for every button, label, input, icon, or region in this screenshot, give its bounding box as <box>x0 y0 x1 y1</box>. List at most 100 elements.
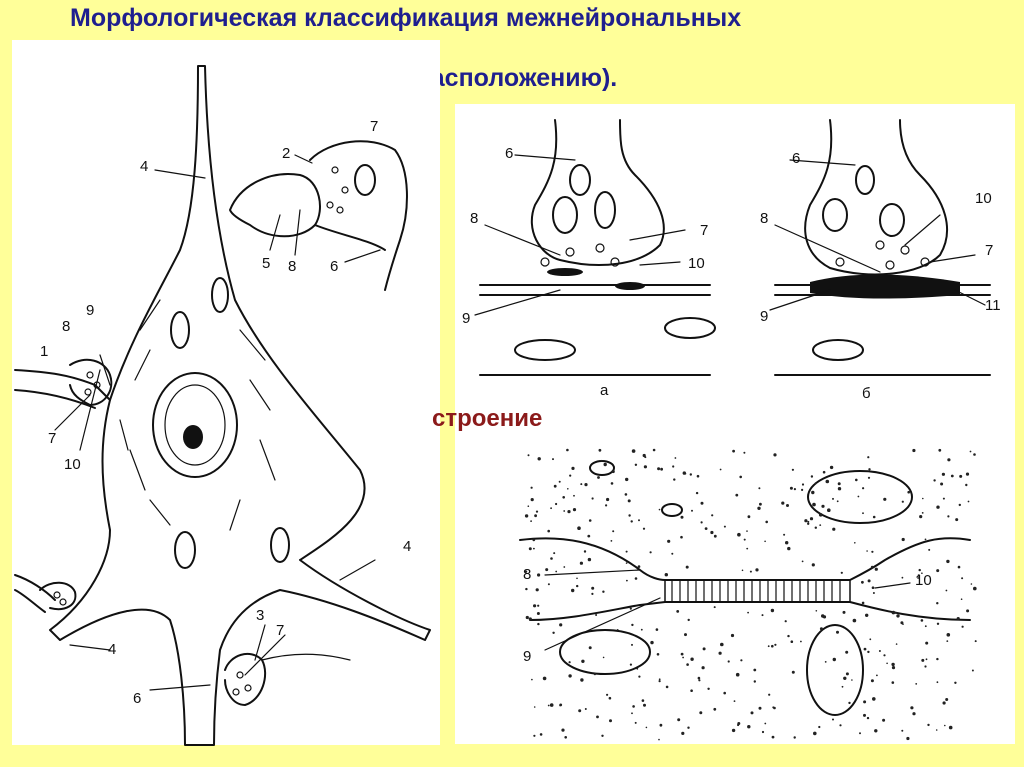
speckle-dot <box>710 530 714 535</box>
panel-c-postsynaptic-membrane <box>529 601 971 621</box>
panel-b-postsynaptic-density <box>810 274 960 299</box>
speckle-dot <box>625 477 629 482</box>
speckle-dot <box>665 685 669 689</box>
speckle-dot <box>696 474 700 478</box>
neuron-label-4-left: 4 <box>108 641 117 658</box>
speckle-dot <box>525 570 528 573</box>
speckle-dot <box>801 488 804 491</box>
speckle-dot <box>945 698 949 701</box>
speckle-dot <box>527 505 530 508</box>
speckle-dot <box>970 583 973 585</box>
panel-b-label-10: 10 <box>975 190 992 207</box>
speckle-dot <box>655 628 659 631</box>
mitochondrion-right <box>806 624 864 716</box>
speckle-dot <box>547 583 550 586</box>
speckle-dot <box>819 524 822 526</box>
speckle-dot <box>837 482 841 486</box>
speckle-dot <box>771 644 774 648</box>
neuron-label-7-left: 7 <box>48 430 57 447</box>
panel-b-bouton <box>804 119 949 276</box>
speckle-dot <box>836 630 839 634</box>
speckle-dot <box>723 691 726 695</box>
speckle-dot <box>588 519 592 522</box>
speckle-dot <box>901 537 905 542</box>
speckle-dot <box>583 550 587 553</box>
speckle-dot <box>566 448 569 452</box>
speckle-dot <box>944 724 946 727</box>
speckle-dot <box>827 508 831 512</box>
speckle-dot <box>818 513 823 517</box>
speckle-dot <box>741 569 744 572</box>
speckle-dot <box>819 627 823 631</box>
speckle-dot <box>691 509 693 512</box>
panel-a-label-7: 7 <box>700 222 709 239</box>
speckle-dot <box>960 598 963 600</box>
speckle-dot <box>733 700 736 702</box>
synapse-figure-panel <box>455 104 1015 744</box>
neuron-label-4-right: 4 <box>403 538 412 555</box>
speckle-dot <box>832 657 836 662</box>
speckle-dot <box>743 538 746 541</box>
speckle-dot <box>552 631 555 634</box>
speckle-dot <box>773 453 777 457</box>
speckle-dot <box>936 681 939 684</box>
speckle-dot <box>896 614 900 618</box>
speckle-dot <box>774 643 777 646</box>
speckle-dot <box>641 699 645 702</box>
speckle-dot <box>737 723 740 727</box>
speckle-dot <box>868 468 871 471</box>
speckle-dot <box>739 475 742 479</box>
speckle-dot <box>862 512 864 515</box>
synapse-3-bouton <box>224 652 267 706</box>
speckle-dot <box>743 451 746 454</box>
speckle-dot <box>597 476 600 479</box>
neuron-label-2: 2 <box>282 145 291 162</box>
speckle-dot <box>682 656 684 659</box>
speckle-dot <box>958 503 961 507</box>
speckle-dot <box>535 588 539 592</box>
speckle-dot <box>928 548 931 551</box>
speckle-dot <box>580 483 583 486</box>
synaptic-cleft <box>664 579 851 603</box>
speckle-dot <box>789 486 793 490</box>
speckle-dot <box>839 724 842 727</box>
speckle-dot <box>933 479 936 482</box>
speckle-dot <box>707 687 710 690</box>
speckle-dot <box>793 488 797 491</box>
speckle-dot <box>956 617 960 621</box>
speckle-dot <box>870 565 874 569</box>
speckle-dot <box>576 584 579 588</box>
speckle-dot <box>533 706 536 708</box>
speckle-dot <box>936 622 940 625</box>
speckle-dot <box>801 560 804 563</box>
speckle-dot <box>814 526 817 529</box>
speckle-dot <box>735 493 739 497</box>
speckle-dot <box>558 480 561 483</box>
speckle-dot <box>658 738 660 741</box>
speckle-dot <box>698 679 701 682</box>
speckle-dot <box>562 496 565 499</box>
panel-c-label-9: 9 <box>523 648 532 665</box>
speckle-dot <box>938 448 942 452</box>
speckle-dot <box>965 483 968 487</box>
speckle-dot <box>553 484 557 488</box>
mitochondrion-top <box>807 470 913 524</box>
speckle-dot <box>652 448 656 452</box>
synapse-1-bouton <box>69 358 113 406</box>
speckle-dot <box>542 676 547 681</box>
speckle-dot <box>804 519 808 523</box>
speckle-dot <box>649 551 652 554</box>
speckle-dot <box>530 486 533 489</box>
speckle-dot <box>591 544 593 547</box>
speckle-dot <box>608 696 612 700</box>
speckle-dot <box>891 666 896 670</box>
speckle-dot <box>674 457 677 459</box>
speckle-dot <box>755 568 759 572</box>
speckle-dot <box>759 502 762 506</box>
speckle-dot <box>587 534 591 538</box>
speckle-dot <box>631 643 633 646</box>
speckle-dot <box>610 540 613 542</box>
speckle-dot <box>631 712 633 715</box>
panel-b-label-11: 11 <box>985 297 1001 314</box>
speckle-dot <box>955 518 959 522</box>
